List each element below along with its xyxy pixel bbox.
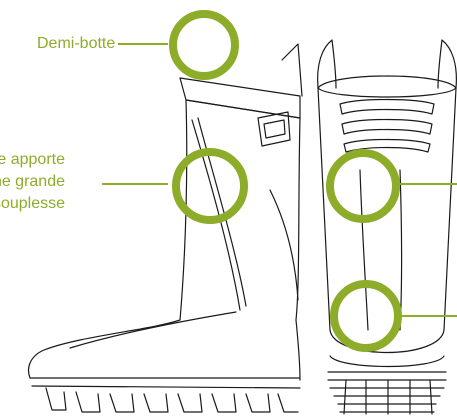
boot-side-rim [180, 78, 300, 118]
boot-side-vamp [29, 320, 180, 378]
boot-back-shaft-right [444, 88, 456, 330]
annotation-label-mid-line-1: e apporte [0, 149, 65, 171]
annotation-label-top: Demi-botte [37, 33, 115, 55]
boot-back-view [318, 40, 457, 414]
annotation-leaders [102, 44, 457, 316]
boot-side-view [29, 44, 302, 412]
boot-back-tread [328, 380, 446, 414]
annotation-label-mid-line-2: ne grande [0, 171, 65, 193]
boot-back-vent-1 [340, 100, 434, 115]
annotation-label-mid: e apporte ne grande souplesse [0, 149, 65, 215]
boot-side-tread [46, 388, 298, 412]
boot-side-pull-tab [282, 44, 302, 96]
marker-circle-right-upper [330, 153, 396, 219]
boot-back-vent-2 [342, 120, 432, 135]
boot-back-opening [318, 76, 456, 88]
boot-back-shaft-left [318, 88, 330, 330]
annotation-markers [173, 14, 398, 348]
marker-circle-top [173, 14, 235, 76]
annotation-label-mid-line-3: souplesse [0, 193, 65, 215]
boot-side-rim-inner [186, 100, 300, 118]
